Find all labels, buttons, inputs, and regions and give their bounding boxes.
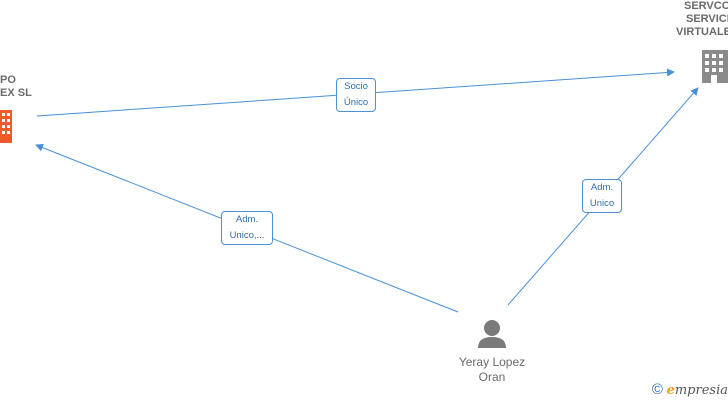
- edge-label-socio-line-1: Socio: [344, 81, 368, 92]
- company-left-label[interactable]: PO EX SL: [0, 74, 32, 100]
- copyright-icon: ©: [651, 381, 663, 398]
- company-right-label[interactable]: SERVCO SERVICI VIRTUALE: [676, 0, 728, 39]
- person-icon[interactable]: [478, 320, 506, 348]
- brand-rest: mpresia: [674, 383, 728, 398]
- edge-label-adm-right-line-1: Adm.: [590, 182, 614, 193]
- empresia-logo: © empresia: [652, 381, 728, 398]
- edge-label-adm-left-line-2: Unico,...: [229, 230, 265, 241]
- person-label-line-2: Oran: [478, 370, 506, 384]
- person-label-line-1: Yeray Lopez: [458, 355, 526, 369]
- edge-label-socio-line-2: Único: [343, 97, 369, 108]
- company-left-label-line-1: PO: [0, 74, 16, 86]
- company-right-label-line-1: SERVCO: [684, 0, 728, 12]
- edge-label-adm-left-line-1: Adm.: [235, 214, 259, 225]
- edge-label-adm-right[interactable]: Adm. Unico: [582, 179, 622, 213]
- edge-label-socio[interactable]: Socio Único: [336, 78, 376, 112]
- company-left-label-line-2: EX SL: [0, 87, 32, 99]
- company-right-label-line-3: VIRTUALE: [676, 26, 728, 38]
- edge-label-adm-left[interactable]: Adm. Unico,...: [221, 211, 273, 245]
- building-icon-right[interactable]: [702, 50, 728, 83]
- person-label[interactable]: Yeray Lopez Oran: [442, 355, 542, 385]
- edge-label-adm-right-line-2: Unico: [589, 198, 615, 209]
- building-icon-left[interactable]: [0, 110, 12, 143]
- brand-e: e: [666, 383, 675, 398]
- company-right-label-line-2: SERVICI: [686, 13, 728, 25]
